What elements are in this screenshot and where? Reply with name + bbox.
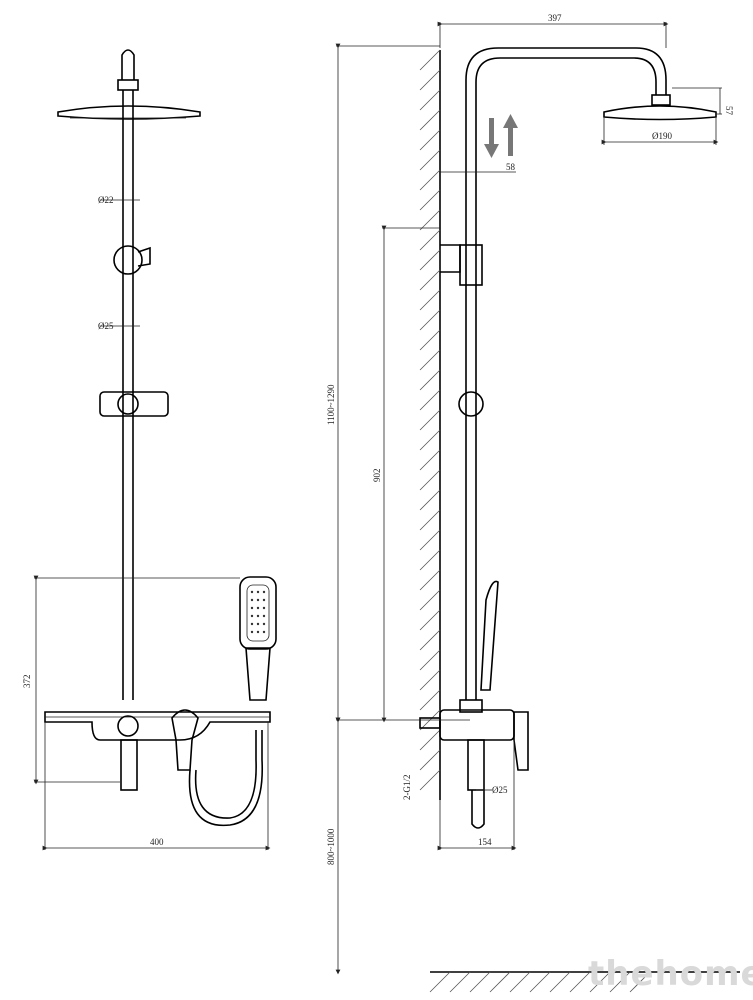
- dim-phi25-side: Ø25: [492, 785, 508, 795]
- side-mixer-body: [439, 709, 515, 741]
- hand-shower-head: [239, 576, 277, 650]
- dim-head-57: 57: [724, 106, 734, 116]
- height-adjust-arrows: [484, 114, 518, 158]
- diverter-knob: [113, 245, 143, 275]
- dim-height-372: 372: [22, 675, 32, 689]
- dim-phi22: Ø22: [98, 195, 114, 205]
- dim-head-190: Ø190: [652, 131, 672, 141]
- hand-shower-handle: [245, 647, 271, 701]
- shower-arm-inner: [475, 57, 657, 700]
- right-handle: [171, 709, 199, 771]
- hand-shower-nozzles: [250, 590, 266, 634]
- shower-arm-outer: [465, 47, 667, 700]
- dim-height-902: 902: [372, 469, 382, 483]
- dim-floor-range: 800~1000: [326, 828, 336, 865]
- dim-phi25-front: Ø25: [98, 321, 114, 331]
- hose: [188, 730, 264, 827]
- side-rain-head: [603, 105, 717, 121]
- floor: [429, 971, 740, 993]
- front-view: Ø22 Ø25 372 400: [22, 49, 277, 851]
- dim-slide-58: 58: [506, 162, 516, 172]
- watermark: thehome: [588, 954, 753, 994]
- dim-inlet: 2-G1/2: [402, 775, 412, 801]
- wall: [419, 49, 441, 800]
- side-knob: [458, 391, 484, 417]
- dim-height-range: 1100~1290: [326, 384, 336, 425]
- hand-shower-slider: [99, 391, 169, 417]
- left-handle: [117, 715, 139, 737]
- dim-width-400: 400: [150, 837, 164, 847]
- side-view: 397 57 Ø190 58 902 1100~1290 800~1000 2-…: [326, 13, 740, 993]
- lower-pipe: [120, 739, 138, 791]
- dim-reach-397: 397: [548, 13, 562, 23]
- pipe-top-cap: [121, 49, 135, 80]
- rain-shower-head: [57, 105, 201, 120]
- wall-bracket: [440, 244, 461, 273]
- shower-arm-joint: [117, 79, 139, 91]
- dim-depth-154: 154: [478, 837, 492, 847]
- side-lever: [513, 711, 529, 771]
- side-hand-shower: [480, 580, 499, 691]
- thermostatic-shelf: [44, 711, 271, 741]
